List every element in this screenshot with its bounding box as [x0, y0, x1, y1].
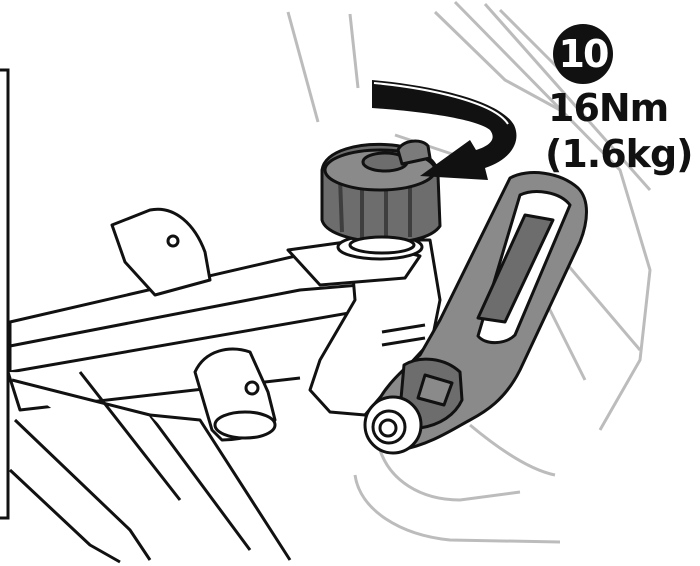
step-number-badge: 10 — [553, 24, 613, 84]
lower-fixing-tab — [193, 347, 277, 442]
clockwise-rotation-arrow-icon — [372, 80, 517, 180]
upper-fixing-tab — [110, 207, 212, 297]
torque-value-nm: 16Nm — [548, 86, 669, 130]
torque-value-kg: (1.6kg) — [545, 132, 694, 176]
tightening-knob-icon — [320, 139, 442, 255]
background-guide-lines — [286, 0, 652, 544]
frame-bracket — [0, 68, 10, 520]
quick-release-lever — [363, 171, 588, 455]
